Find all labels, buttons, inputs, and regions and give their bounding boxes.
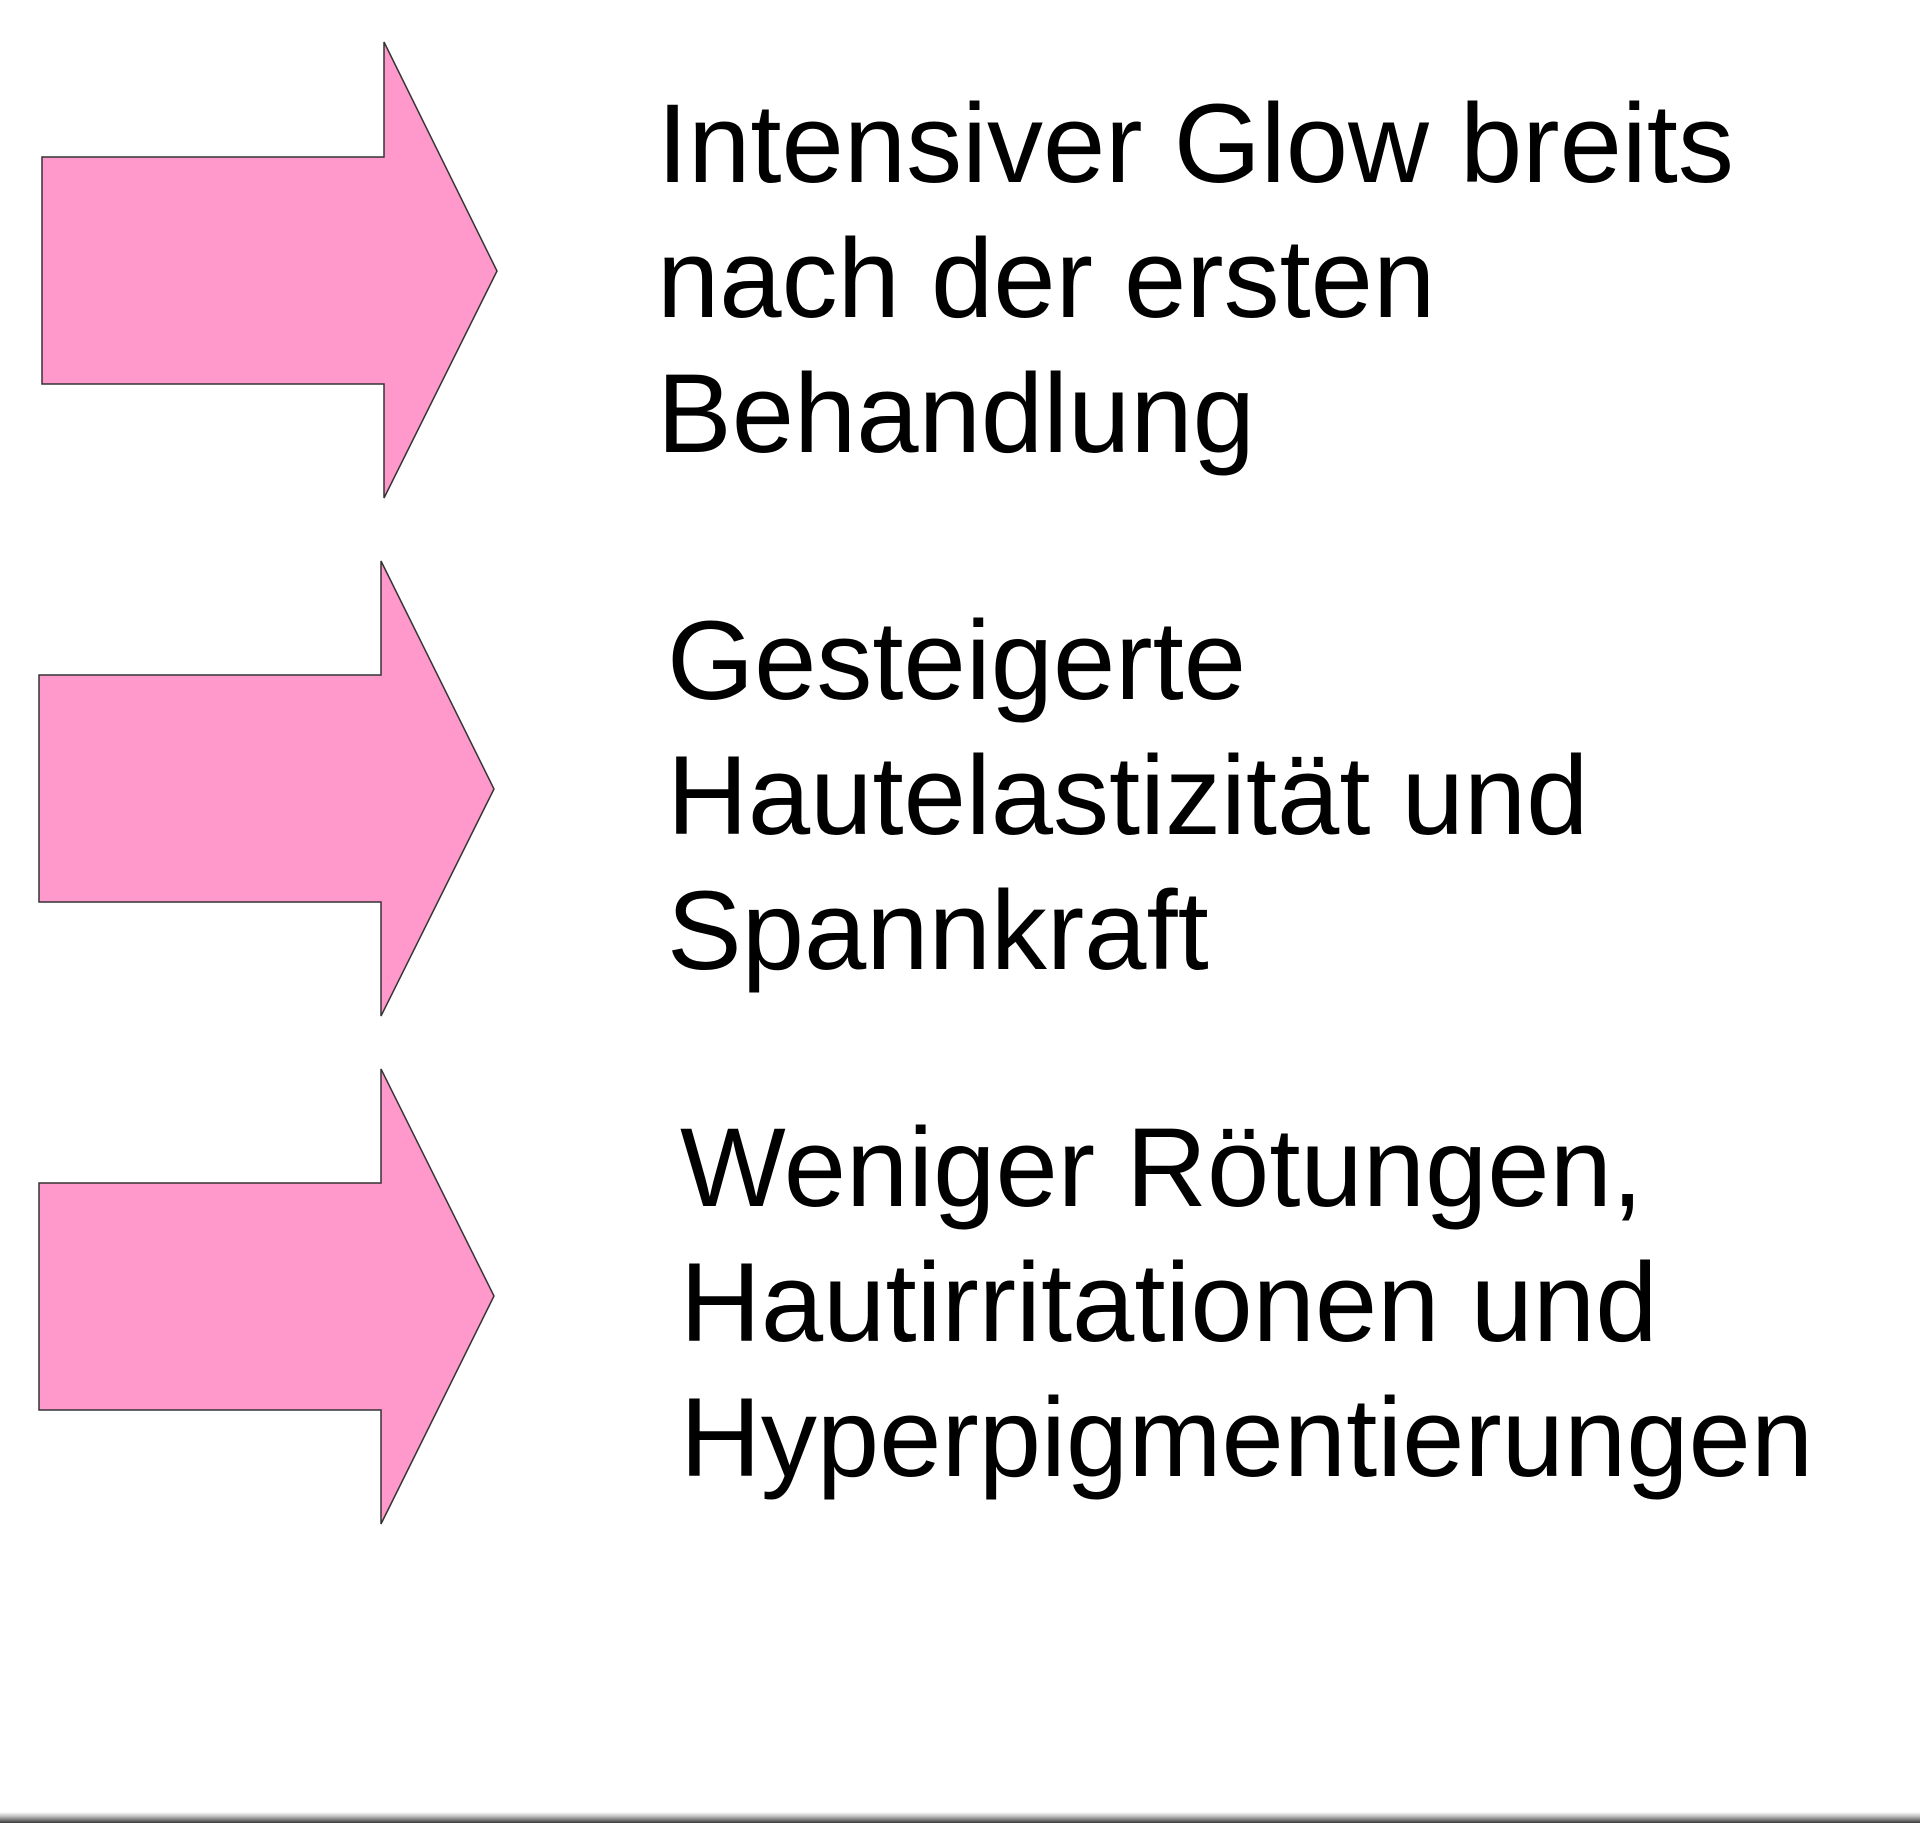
- right-arrow-icon: [38, 560, 495, 1017]
- right-arrow-icon: [38, 1068, 495, 1525]
- text-line: Hyperpigmentierungen: [680, 1375, 1814, 1500]
- right-arrow-icon: [41, 41, 498, 499]
- text-line: nach der ersten: [657, 216, 1436, 341]
- text-line: Hautelastizität und: [667, 733, 1589, 858]
- text-line: Behandlung: [657, 351, 1255, 476]
- benefit-text-glow: Intensiver Glow breits nach der ersten B…: [657, 76, 1734, 481]
- text-line: Intensiver Glow breits: [657, 81, 1734, 206]
- text-line: Gesteigerte: [667, 598, 1246, 723]
- text-line: Weniger Rötungen,: [680, 1105, 1643, 1230]
- text-line: Hautirritationen und: [680, 1240, 1658, 1365]
- benefit-text-elasticity: Gesteigerte Hautelastizität und Spannkra…: [667, 593, 1588, 998]
- benefit-text-redness: Weniger Rötungen, Hautirritationen und H…: [680, 1100, 1813, 1505]
- bottom-border: [0, 1812, 1920, 1823]
- text-line: Spannkraft: [667, 868, 1209, 993]
